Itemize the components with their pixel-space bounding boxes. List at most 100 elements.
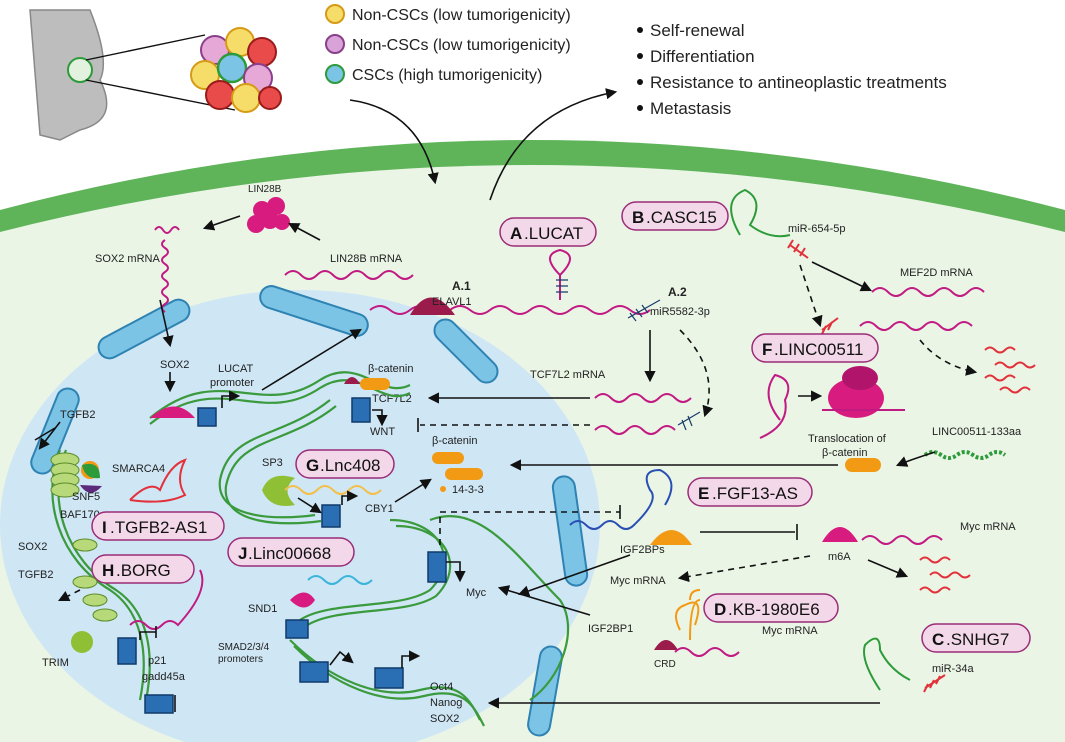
ribosome — [822, 366, 905, 418]
translocation-label-1: Translocation of — [808, 433, 887, 445]
lin28b-label: LIN28B — [248, 184, 282, 195]
legend-item-2: Non-CSCs (low tumorigenicity) — [352, 37, 571, 54]
crd-label: CRD — [654, 659, 676, 670]
nuclear-envelope-segment — [30, 387, 80, 475]
legend-swatch-purple — [325, 34, 345, 54]
smad-label-2: promoters — [218, 654, 263, 665]
smad-label-1: SMAD2/3/4 — [218, 642, 270, 653]
tcf7l2-mrna — [594, 393, 692, 403]
fgf13-as-rna — [569, 468, 673, 530]
gene-myc — [427, 551, 447, 583]
pink-protein — [150, 406, 195, 418]
trim-protein — [71, 631, 93, 653]
trim-label: TRIM — [42, 657, 69, 669]
lnc408-rna — [284, 485, 382, 495]
svg-text:.TGFB2-AS1: .TGFB2-AS1 — [110, 518, 207, 537]
svg-text:H: H — [102, 561, 114, 580]
beta-catenin-top — [360, 378, 390, 390]
svg-text:E: E — [698, 484, 709, 503]
lncrna-label-linc00668: J .Linc00668 — [227, 537, 355, 567]
arrow-into-cell — [349, 99, 439, 185]
legend-item-1: Non-CSCs (low tumorigenicity) — [352, 7, 571, 24]
cby1-label: CBY1 — [365, 503, 394, 515]
snd1-label: SND1 — [248, 603, 277, 615]
lucat-promoter-label-2: promoter — [210, 377, 254, 389]
svg-text:C: C — [932, 630, 944, 649]
legend-item-3: CSCs (high tumorigenicity) — [352, 67, 542, 84]
snf5-label: SNF5 — [72, 491, 100, 503]
tcf7l2-mrna-label: TCF7L2 mRNA — [530, 369, 606, 381]
a2-label: A.2 — [668, 285, 687, 299]
lncrna-label-lucat: A .LUCAT — [499, 217, 597, 247]
nucleosome-stack — [50, 452, 80, 498]
gene-smad-1 — [285, 619, 309, 639]
baf170-label: BAF170 — [60, 509, 100, 521]
mef2d-mrna — [871, 287, 985, 297]
property-item: Differentiation — [650, 47, 755, 66]
borg-rna — [129, 569, 204, 630]
tcf7l2-mrna — [594, 425, 676, 435]
igf2bps-label: IGF2BPs — [620, 544, 665, 556]
sp3-protein — [262, 475, 295, 506]
lin28b-mrna — [284, 270, 414, 280]
myc-label: Myc — [466, 587, 487, 599]
mef2d-mrna-label: MEF2D mRNA — [900, 267, 973, 279]
svg-text:.FGF13-AS: .FGF13-AS — [712, 484, 798, 503]
linc00511-rna — [759, 373, 790, 439]
svg-text:A: A — [510, 224, 522, 243]
sox2-label: SOX2 — [160, 359, 189, 371]
beta-catenin-mid — [432, 452, 464, 464]
lin28b-protein — [247, 197, 290, 233]
nuclear-envelope-segment — [527, 645, 563, 737]
breast-illustration — [29, 9, 282, 141]
legend-swatch-yellow — [325, 4, 345, 24]
mir34a-rna — [923, 674, 946, 693]
snhg7-rna — [863, 637, 911, 691]
crd-protein — [654, 640, 678, 650]
igf2bps-protein — [650, 530, 692, 545]
svg-text:J: J — [238, 544, 247, 563]
m6a-protein — [822, 527, 858, 542]
gene-smad-3 — [374, 667, 404, 689]
sox2-mrna-label: SOX2 mRNA — [95, 253, 160, 265]
myc-mrna-label-2: Myc mRNA — [960, 521, 1016, 533]
legend: Non-CSCs (low tumorigenicity) Non-CSCs (… — [325, 4, 571, 84]
m6a-label: m6A — [828, 551, 851, 563]
snd1-protein — [290, 592, 315, 608]
mir5582-rna — [627, 299, 661, 322]
svg-text:.Lnc408: .Lnc408 — [320, 456, 381, 475]
nanog-label: Nanog — [430, 697, 462, 709]
svg-text:F: F — [762, 340, 772, 359]
nuclear-envelope-segment — [433, 318, 499, 384]
mir34a-label: miR-34a — [932, 663, 974, 675]
tgfb2-left-label: TGFB2 — [18, 569, 53, 581]
myc-mrna-label-3: Myc mRNA — [762, 625, 818, 637]
property-item: Metastasis — [650, 99, 731, 118]
svg-text:I: I — [102, 518, 107, 537]
myc-mrna-label-1: Myc mRNA — [610, 575, 666, 587]
lucat-promoter-label-1: LUCAT — [218, 363, 254, 375]
svg-text:D: D — [714, 600, 726, 619]
myc-mrna-right — [861, 535, 943, 545]
gene-cby1 — [321, 504, 341, 528]
sox2-bottom-label: SOX2 — [430, 713, 459, 725]
nuclear-envelope-segment — [551, 475, 589, 587]
gene-wnt — [351, 397, 371, 423]
svg-text:.Linc00668: .Linc00668 — [248, 544, 331, 563]
gadd45a-label: gadd45a — [142, 671, 186, 683]
lncrna-label-lnc408: G .Lnc408 — [295, 449, 395, 479]
gene-gadd45a — [144, 694, 174, 714]
svg-text:.SNHG7: .SNHG7 — [946, 630, 1009, 649]
property-item: Self-renewal — [650, 21, 745, 40]
mir654-rna — [787, 239, 809, 259]
svg-text:.BORG: .BORG — [116, 561, 171, 580]
igf2bp1-label: IGF2BP1 — [588, 623, 633, 635]
nuclear-envelope-segment — [259, 285, 369, 337]
elavl1-protein — [410, 297, 455, 315]
p14-3-3-label: 14-3-3 — [452, 484, 484, 496]
svg-text:.LINC00511: .LINC00511 — [774, 340, 863, 359]
translocation-label-2: β-catenin — [822, 447, 867, 459]
lncrna-label-linc00511: F .LINC00511 — [751, 333, 879, 363]
linc00511-133aa-peptide — [923, 450, 1007, 460]
